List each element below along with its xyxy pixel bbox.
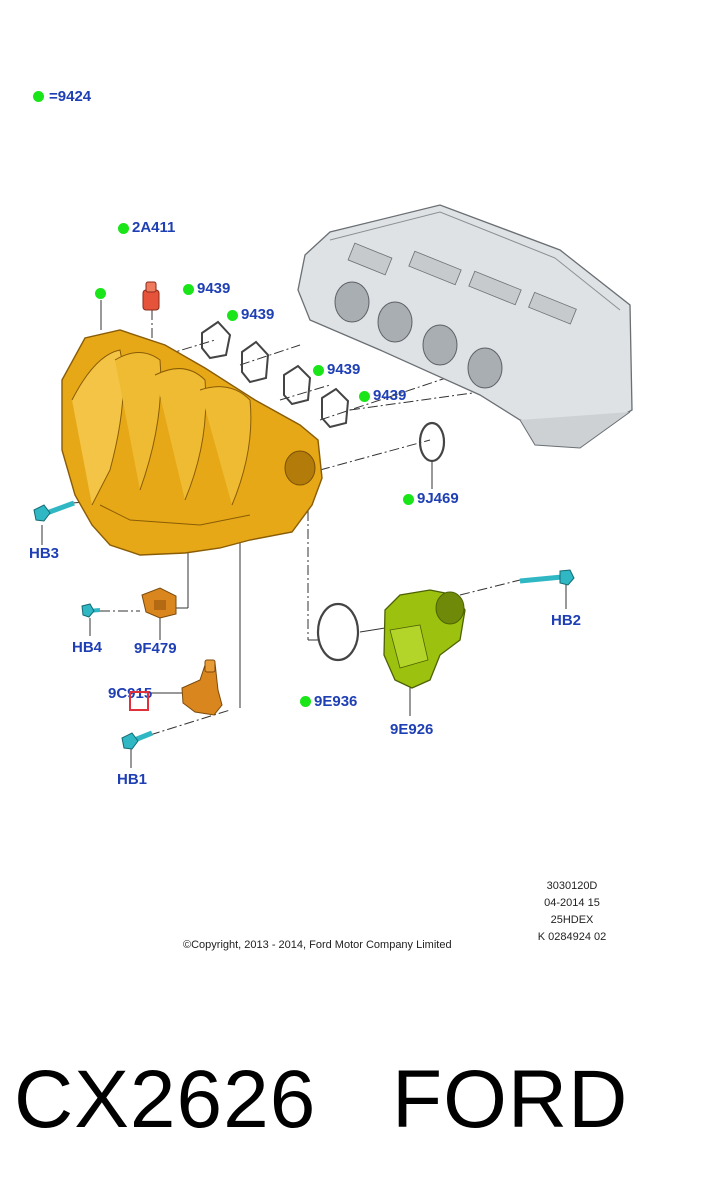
label-hb3: HB3 (29, 545, 60, 562)
plug-2a411 (142, 281, 160, 311)
meta-line-2: 04-2014 15 (544, 897, 600, 909)
sensor-9f479 (141, 587, 177, 619)
drawing-meta: 3030120D 04-2014 15 25HDEX K 0284924 02 (512, 878, 632, 946)
label-9439-d: 9439 (373, 387, 407, 404)
legend-value: 9424 (57, 88, 92, 105)
label-9439-b: 9439 (241, 306, 275, 323)
highlight-marker (129, 691, 149, 711)
footer-caption: CX2626 FORD (0, 1050, 712, 1160)
exploded-view-drawing (33, 204, 633, 768)
label-hb1: HB1 (117, 771, 148, 788)
copyright-notice: ©Copyright, 2013 - 2014, Ford Motor Comp… (183, 939, 452, 951)
label-9f479: 9F479 (134, 640, 177, 657)
label-9439-a: 9439 (197, 280, 231, 297)
meta-line-3: 25HDEX (550, 914, 594, 926)
gasket-9e936 (316, 602, 360, 662)
valve-9c915 (181, 659, 223, 716)
parts-diagram: =9424 2A411 9439 9439 9439 9439 9J469 HB… (29, 88, 633, 951)
gasket-9j469 (418, 421, 446, 463)
bolt-hb1 (121, 730, 153, 750)
callout-dot-icon (183, 284, 194, 295)
callout-dot-icon (359, 391, 370, 402)
bolt-hb2 (519, 569, 575, 586)
brand-name: FORD (392, 1054, 629, 1145)
intake-manifold (61, 329, 323, 556)
callout-dot-icon (118, 223, 129, 234)
label-9e926: 9E926 (390, 721, 434, 738)
cylinder-head (297, 204, 633, 449)
callout-dot-icon (403, 494, 414, 505)
port-gaskets (201, 320, 350, 429)
legend-equals: = (49, 88, 58, 105)
throttle-body (383, 589, 466, 689)
label-hb2: HB2 (551, 612, 582, 629)
meta-line-1: 3030120D (546, 880, 598, 892)
callout-dot-icon (313, 365, 324, 376)
label-9e936: 9E936 (314, 693, 358, 710)
label-2a411: 2A411 (132, 219, 176, 236)
callout-dot-icon (95, 288, 106, 299)
legend-dot-icon (33, 91, 44, 102)
bolt-hb3 (33, 500, 75, 522)
label-9439-c: 9439 (327, 361, 361, 378)
label-hb4: HB4 (72, 639, 103, 656)
callout-dot-icon (227, 310, 238, 321)
meta-line-4: K 0284924 02 (537, 931, 607, 943)
part-code: CX2626 (14, 1054, 317, 1145)
callout-dot-icon (300, 696, 311, 707)
bolt-hb4 (81, 603, 101, 618)
label-9j469: 9J469 (417, 490, 459, 507)
